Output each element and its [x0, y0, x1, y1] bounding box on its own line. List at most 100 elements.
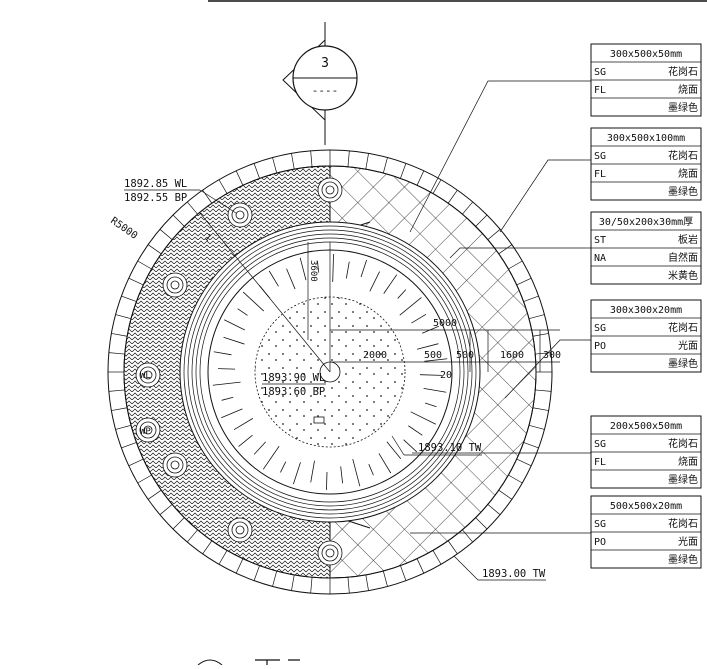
water-stroke [419, 374, 442, 376]
paving-joint [528, 314, 545, 320]
paving-joint [432, 550, 442, 565]
paving-joint [508, 474, 523, 484]
paving-joint [115, 424, 132, 430]
paving-joint [535, 352, 552, 355]
paving-joint [172, 517, 185, 530]
paving-joint [475, 214, 488, 227]
spec-code: SG [594, 151, 606, 162]
dimension-lines [199, 212, 560, 373]
paving-joint [447, 189, 458, 204]
dim-300: 300 [543, 350, 561, 361]
water-stroke [378, 453, 392, 474]
water-stroke [399, 297, 422, 316]
paving-joint [111, 333, 128, 337]
elev-outer-wl: 1892.85 WL [124, 178, 187, 190]
paving-joint [416, 170, 425, 186]
paving-joint [235, 170, 244, 186]
spec-note: 墨绿色 [668, 185, 698, 198]
paving-joint [487, 229, 501, 240]
paving-joint [121, 442, 137, 449]
paving-joint [365, 574, 369, 591]
paving-joint [475, 517, 488, 530]
paving-joint [291, 153, 295, 170]
water-stroke [310, 460, 315, 483]
spec-note: 烧面 [678, 83, 698, 96]
dim-2000: 2000 [363, 350, 387, 361]
dim-5000: 5000 [433, 318, 457, 329]
paving-joint [111, 407, 128, 411]
elev-tw-inner: 1893.10 TW [418, 442, 482, 454]
section-sub: ---- [312, 84, 339, 97]
water-stroke [223, 336, 245, 345]
pool-water-strokes [212, 254, 448, 490]
water-stroke [237, 308, 248, 316]
spec-leaders [409, 80, 592, 534]
paving-joint [137, 474, 152, 484]
dim-1: 1 [202, 233, 213, 244]
spec-note: 板岩 [678, 233, 698, 246]
water-stroke [238, 434, 253, 447]
paving-joint [272, 157, 278, 174]
spec-code: FL [594, 457, 606, 468]
paving-joint [516, 458, 532, 467]
paving-joint [108, 352, 125, 355]
paving-joint [147, 489, 162, 500]
paving-joint [532, 333, 549, 337]
paving-joint [365, 153, 369, 170]
dim-3600: 3600 [308, 260, 318, 282]
dim-20: 20 [440, 370, 452, 381]
paving-joint [272, 570, 278, 587]
spec-code: FL [594, 85, 606, 96]
water-stroke [221, 408, 243, 419]
paving-joint [121, 295, 137, 302]
water-stroke [416, 343, 439, 350]
water-stroke [423, 387, 447, 393]
spec-note: 花岗石 [668, 65, 698, 78]
water-stroke [316, 260, 320, 273]
water-stroke [268, 270, 279, 287]
spec-note: 花岗石 [668, 321, 698, 334]
water-stroke [368, 464, 374, 476]
paving-joint [187, 529, 198, 543]
paving-joint [253, 163, 260, 179]
paving-joint [528, 424, 545, 430]
rosette [135, 417, 161, 443]
paving-joint [137, 260, 152, 270]
paving-joint [187, 201, 198, 215]
radius-label: R5000 [108, 215, 139, 241]
spec-code: NA [594, 253, 606, 264]
spec-code: FL [594, 169, 606, 180]
paving-joint [382, 157, 388, 174]
paving-joint [523, 442, 539, 449]
dim-1600: 1600 [500, 350, 524, 361]
spec-note: 烧面 [678, 455, 698, 468]
spec-note: 墨绿色 [668, 101, 698, 114]
paving-joint [115, 314, 132, 320]
paving-joint [172, 214, 185, 227]
rosette [227, 202, 253, 228]
spec-size: 300x500x100mm [607, 133, 685, 144]
water-stroke [403, 439, 418, 453]
water-stroke [340, 466, 344, 484]
paving-joint [498, 244, 513, 255]
water-stroke [326, 471, 328, 490]
spec-code: SG [594, 67, 606, 78]
water-stroke [224, 319, 245, 331]
water-stroke [352, 458, 361, 487]
rosette [317, 177, 343, 203]
spec-note: 米黄色 [668, 269, 698, 282]
water-stroke [218, 368, 236, 370]
water-stroke [411, 313, 427, 324]
paving-joint [202, 540, 213, 555]
water-stroke [242, 291, 265, 312]
water-stroke [397, 289, 407, 299]
fountain-label-wl: WL [140, 371, 151, 381]
spec-size: 300x500x50mm [610, 49, 682, 60]
paving-joint [462, 529, 473, 543]
paving-joint [523, 295, 539, 302]
